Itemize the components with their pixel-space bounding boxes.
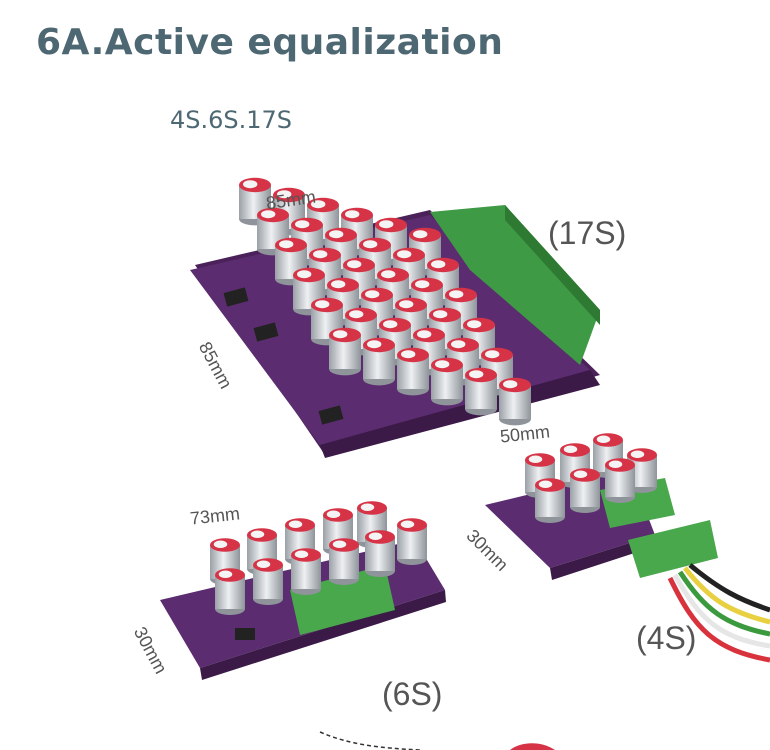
board-17s (190, 177, 600, 458)
label-17s: (17S) (548, 215, 627, 251)
series-label: 4S.6S.17S (170, 106, 293, 134)
label-4s: (4S) (636, 620, 697, 656)
board-4s (485, 433, 770, 663)
label-6s: (6S) (382, 676, 443, 712)
page-title: 6A.Active equalization (36, 22, 504, 63)
board-6s (160, 501, 446, 680)
